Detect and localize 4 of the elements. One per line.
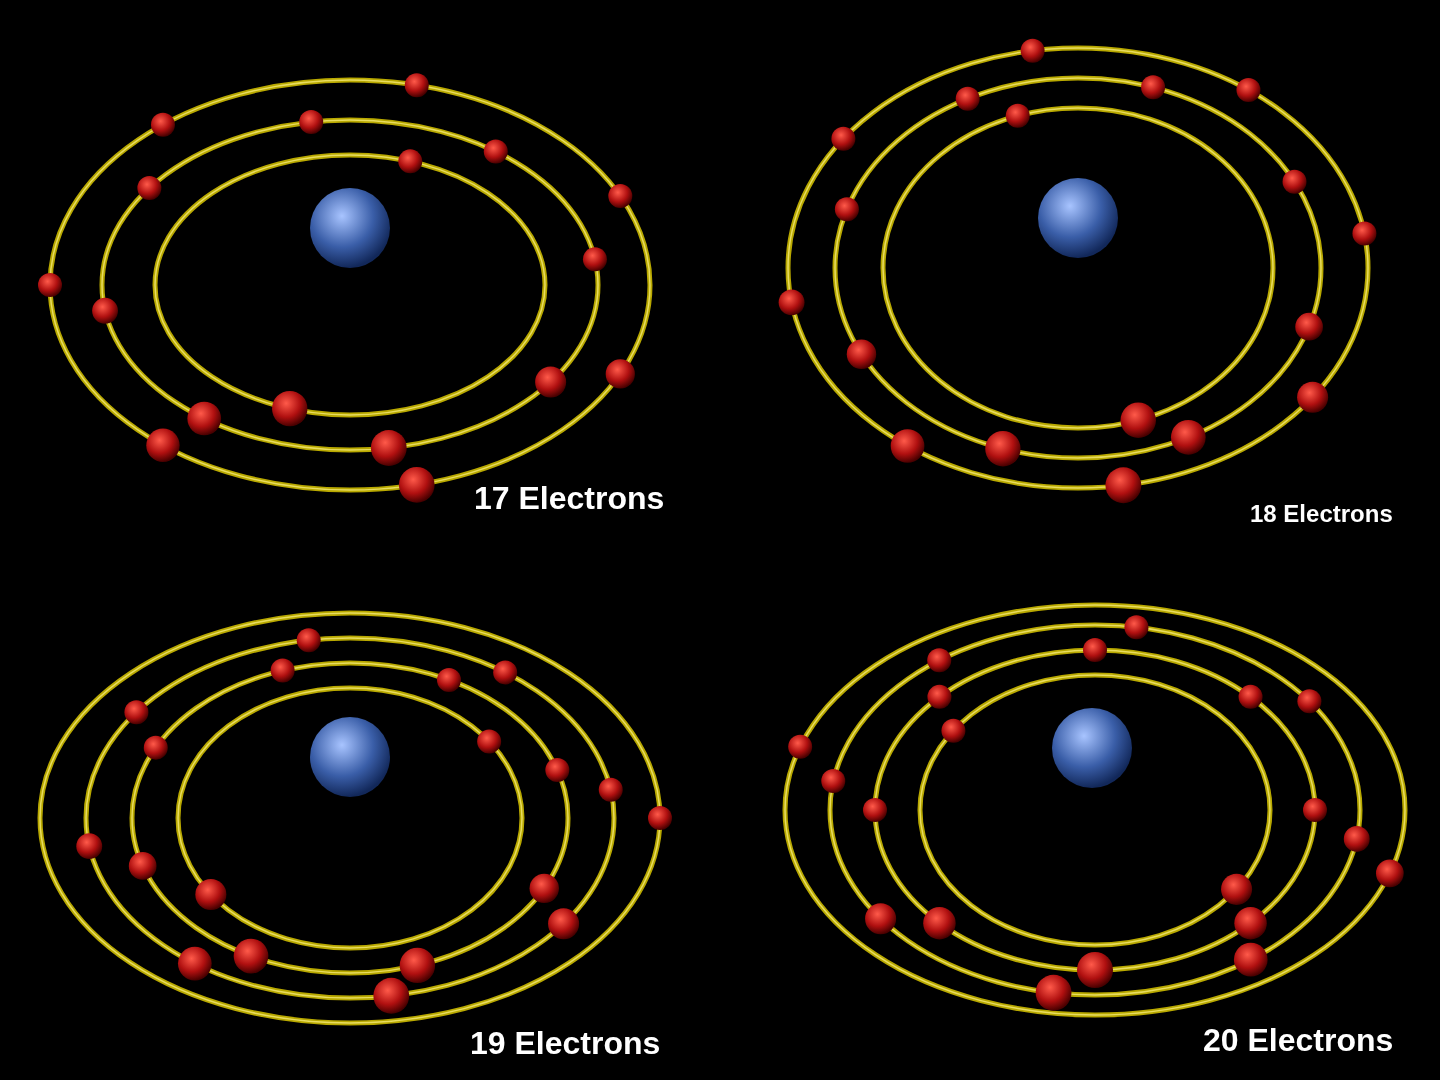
caption-text: 19 Electrons bbox=[470, 1025, 661, 1062]
caption-text: 20 Electrons bbox=[1203, 1022, 1394, 1059]
caption-text: 17 Electrons bbox=[474, 480, 665, 517]
caption-text: 18 Electrons bbox=[1250, 500, 1393, 528]
